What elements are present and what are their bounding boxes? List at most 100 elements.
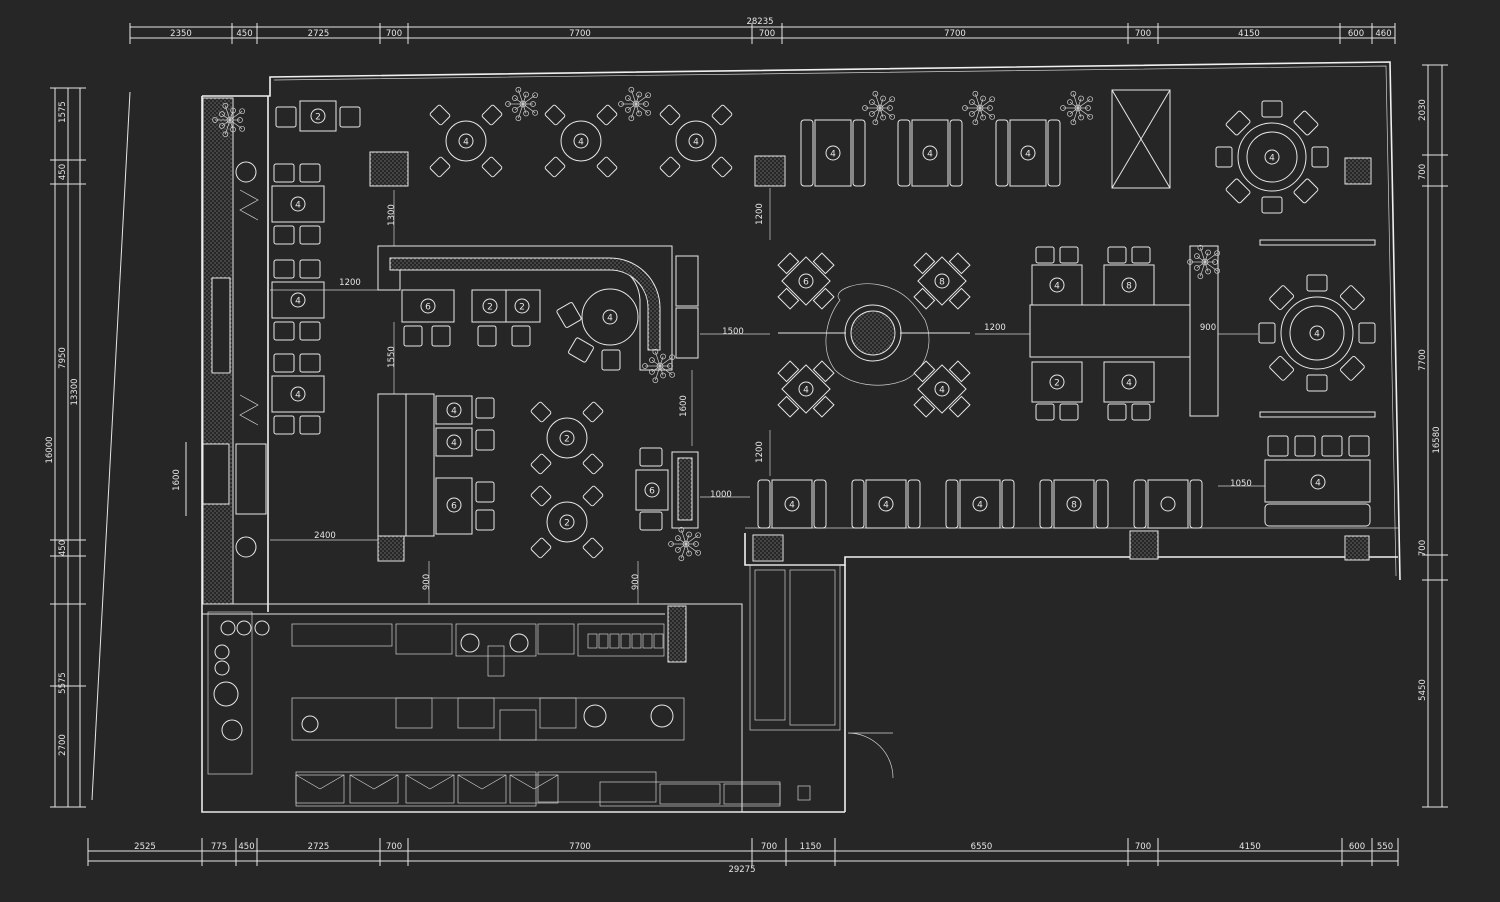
inner-dim-label: 1200 — [755, 203, 765, 225]
booth-table — [814, 119, 852, 187]
table-top — [781, 364, 831, 414]
chair — [1294, 435, 1316, 457]
inner-dim-label: 2400 — [314, 531, 336, 541]
chair-seat — [1131, 246, 1151, 264]
seat-count-marker — [446, 434, 462, 450]
plant-leaf-tip — [669, 354, 675, 361]
chair-seat — [275, 106, 297, 128]
plant-leaf-tip — [505, 101, 511, 107]
chair-seat — [1059, 246, 1079, 264]
sink-slot — [642, 633, 653, 649]
dim-label: 450 — [58, 540, 68, 556]
dim-label: 2725 — [308, 29, 330, 39]
plant-leaf — [522, 94, 527, 105]
plant-leaf-tip — [989, 113, 995, 120]
booth-seat — [1039, 479, 1053, 529]
booth-table — [1053, 479, 1095, 529]
chair — [1269, 285, 1295, 311]
booth-table — [959, 479, 1001, 529]
dim-label: 1575 — [58, 101, 68, 123]
dim-label: 7950 — [58, 347, 68, 369]
plant-leaf-tip — [887, 105, 893, 111]
dim-label: 450 — [58, 164, 68, 180]
plant-leaf-tip — [693, 541, 699, 547]
chair-seat — [1107, 246, 1127, 264]
chair-seat — [475, 429, 495, 451]
plant-leaf-tip — [512, 107, 518, 113]
dim-label: 2525 — [134, 842, 156, 852]
plant-leaf-tip — [1087, 113, 1093, 120]
chair — [1215, 146, 1233, 168]
fridge-cabinet — [509, 774, 559, 804]
round-table — [560, 120, 602, 162]
dim-label: 16000 — [45, 436, 55, 463]
chair-seat — [582, 401, 604, 423]
chair-seat — [596, 156, 618, 178]
sink-slot — [587, 633, 598, 649]
plant-leaf-tip — [239, 125, 245, 132]
plant-leaf-tip — [649, 369, 655, 375]
seat-count-marker — [644, 482, 660, 498]
plant-leaf-tip — [212, 117, 218, 123]
chair — [1258, 322, 1276, 344]
plant-icon — [212, 102, 245, 138]
plant-leaf — [1077, 98, 1082, 109]
seat-count-marker — [290, 196, 306, 212]
chair — [299, 415, 321, 435]
rect-table — [1031, 361, 1083, 403]
plant-leaf-tip — [230, 107, 236, 114]
plant-leaf-tip — [880, 95, 886, 102]
inner-dim-label: 1500 — [722, 327, 744, 337]
fridge-cabinet — [295, 774, 345, 804]
seat-count-marker — [1309, 325, 1325, 341]
chair-seat — [659, 104, 681, 126]
sink-slot — [631, 633, 642, 649]
dim-label: 2725 — [308, 842, 330, 852]
chair-seat — [1293, 110, 1319, 136]
dim-label: 7700 — [569, 29, 591, 39]
chair — [948, 360, 971, 383]
dim-label: 700 — [1135, 29, 1151, 39]
chair-seat — [1035, 246, 1055, 264]
plant-icon — [668, 526, 701, 562]
chair — [530, 537, 552, 559]
chair-seat — [1258, 322, 1276, 344]
table-2 — [435, 427, 473, 457]
dim-label: 450 — [236, 29, 252, 39]
seat-count-marker — [878, 496, 894, 512]
dim-top-total: 28235 — [746, 17, 773, 27]
dim-label: 5575 — [58, 672, 68, 694]
dim-bottom-total: 29275 — [728, 865, 755, 875]
rect-table — [1103, 361, 1155, 403]
chair — [1339, 355, 1365, 381]
plant-leaf-tip — [889, 96, 895, 103]
plant-leaf-tip — [972, 90, 979, 97]
bar-table — [505, 289, 541, 323]
plant-leaf — [651, 359, 661, 367]
chair-seat — [475, 509, 495, 531]
plant-icon — [642, 348, 675, 384]
chair — [582, 453, 604, 475]
chair-seat — [556, 302, 582, 328]
chair-seat — [530, 537, 552, 559]
seat-count-marker — [798, 273, 814, 289]
round-table — [546, 501, 588, 543]
plant-leaf — [685, 534, 690, 545]
bin — [797, 785, 811, 801]
cabinet-line — [405, 774, 431, 790]
booth-table — [865, 479, 907, 529]
chair — [530, 485, 552, 507]
chair — [1293, 178, 1319, 204]
diamond-table — [913, 360, 971, 418]
plant-leaf-tip — [1078, 95, 1084, 102]
seat-count-label: 4 — [803, 386, 809, 396]
kitchen-unit — [539, 697, 577, 729]
chair-seat — [544, 156, 566, 178]
seat-count-label: 2 — [519, 303, 525, 313]
booth-seat — [800, 119, 814, 187]
sink-slot — [653, 633, 664, 649]
cabinet-line — [533, 774, 559, 790]
